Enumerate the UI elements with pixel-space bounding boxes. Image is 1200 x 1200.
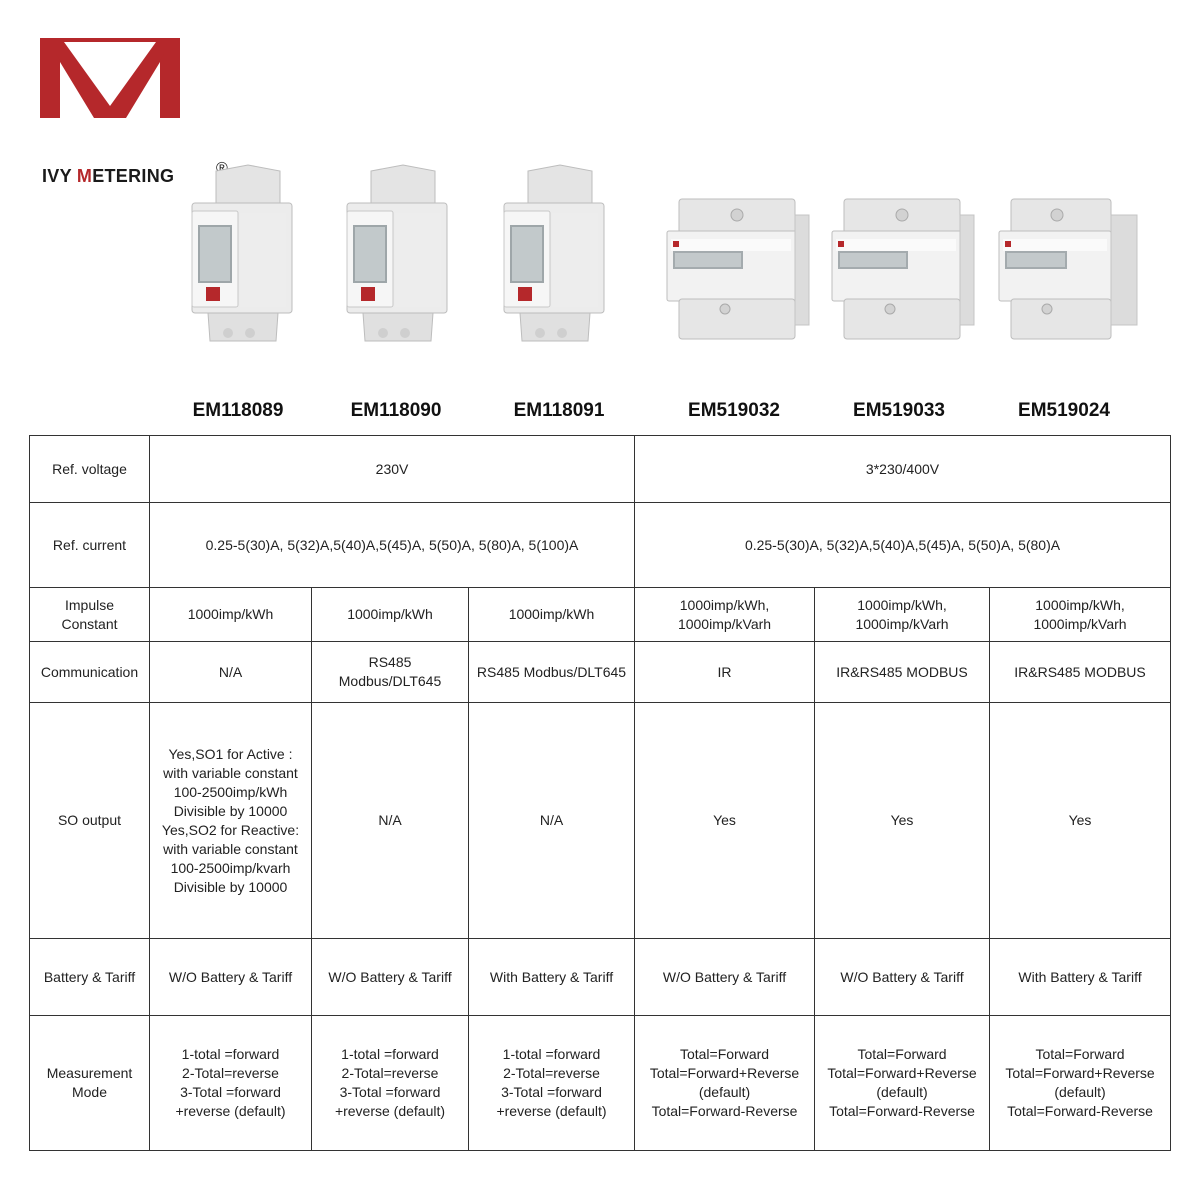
table-cell: Total=Forward Total=Forward+Reverse (def… (634, 1015, 816, 1151)
table-row: Measurement Mode 1-total =forward 2-Tota… (29, 1015, 1172, 1151)
table-cell: W/O Battery & Tariff (149, 938, 312, 1016)
row-label: Ref. current (29, 502, 150, 588)
table-cell: Yes,SO1 for Active : with variable const… (149, 702, 312, 939)
table-row: Ref. voltage 230V 3*230/400V (29, 435, 1172, 503)
table-cell: IR (634, 641, 816, 703)
ivy-m-logo-icon (40, 38, 180, 118)
table-cell: 1-total =forward 2-Total=reverse 3-Total… (311, 1015, 469, 1151)
table-cell: Yes (989, 702, 1172, 939)
table-cell: 1000imp/kWh, 1000imp/kVarh (634, 587, 816, 642)
row-label: Impulse Constant (29, 587, 150, 642)
table-cell: With Battery & Tariff (467, 938, 636, 1016)
table-cell: 0.25-5(30)A, 5(32)A,5(40)A,5(45)A, 5(50)… (148, 502, 636, 588)
table-cell: Total=Forward Total=Forward+Reverse (def… (989, 1015, 1172, 1151)
three-phase-meter-icon (831, 198, 975, 340)
model-label-6: EM519024 (1018, 400, 1110, 421)
model-label-4: EM519032 (688, 400, 780, 421)
table-cell: 3*230/400V (634, 435, 1172, 503)
table-cell: RS485 Modbus/DLT645 (311, 641, 469, 703)
row-label: Measurement Mode (29, 1015, 150, 1151)
table-cell: 1-total =forward 2-Total=reverse 3-Total… (149, 1015, 312, 1151)
table-cell: With Battery & Tariff (989, 938, 1172, 1016)
row-label: SO output (29, 702, 150, 939)
brand-logo: IVY METERING ® (40, 38, 228, 186)
model-label-3: EM118091 (513, 400, 605, 421)
table-cell: IR&RS485 MODBUS (989, 641, 1172, 703)
table-cell: 1000imp/kWh, 1000imp/kVarh (814, 587, 991, 642)
single-phase-meter-icon (346, 164, 448, 342)
table-cell: 1000imp/kWh (311, 587, 469, 642)
table-cell: 1000imp/kWh, 1000imp/kVarh (989, 587, 1172, 642)
table-cell: Total=Forward Total=Forward+Reverse (def… (814, 1015, 991, 1151)
model-label-5: EM519033 (853, 400, 945, 421)
row-label: Battery & Tariff (29, 938, 150, 1016)
table-cell: Yes (634, 702, 816, 939)
table-cell: N/A (149, 641, 312, 703)
row-label: Ref. voltage (29, 435, 150, 503)
table-cell: 1000imp/kWh (149, 587, 312, 642)
spec-table: Ref. voltage 230V 3*230/400V Ref. curren… (29, 435, 1172, 1151)
table-row: Communication N/A RS485 Modbus/DLT645 RS… (29, 641, 1172, 703)
registered-mark: ® (216, 160, 228, 177)
table-cell: N/A (467, 702, 636, 939)
table-row: SO output Yes,SO1 for Active : with vari… (29, 702, 1172, 939)
model-label-1: EM118089 (192, 400, 284, 421)
meter-image-3 (500, 163, 610, 348)
table-cell: W/O Battery & Tariff (634, 938, 816, 1016)
table-cell: 1000imp/kWh (467, 587, 636, 642)
three-phase-meter-icon (998, 198, 1138, 340)
meter-image-4 (665, 195, 815, 345)
table-row: Impulse Constant 1000imp/kWh 1000imp/kWh… (29, 587, 1172, 642)
row-label: Communication (29, 641, 150, 703)
table-cell: 1-total =forward 2-Total=reverse 3-Total… (467, 1015, 636, 1151)
three-phase-meter-icon (666, 198, 810, 340)
meter-image-5 (830, 195, 980, 345)
table-row: Ref. current 0.25-5(30)A, 5(32)A,5(40)A,… (29, 502, 1172, 588)
table-cell: 0.25-5(30)A, 5(32)A,5(40)A,5(45)A, 5(50)… (634, 502, 1172, 588)
brand-name: IVY METERING (42, 166, 175, 186)
table-cell: 230V (148, 435, 636, 503)
table-cell: W/O Battery & Tariff (311, 938, 469, 1016)
single-phase-meter-icon (503, 164, 605, 342)
meter-image-6 (997, 195, 1147, 345)
table-row: Battery & Tariff W/O Battery & Tariff W/… (29, 938, 1172, 1016)
table-cell: Yes (814, 702, 991, 939)
model-label-2: EM118090 (350, 400, 442, 421)
meter-image-2 (343, 163, 453, 348)
table-cell: N/A (311, 702, 469, 939)
table-cell: RS485 Modbus/DLT645 (467, 641, 636, 703)
table-cell: IR&RS485 MODBUS (814, 641, 991, 703)
meter-image-1 (188, 163, 298, 348)
table-cell: W/O Battery & Tariff (814, 938, 991, 1016)
single-phase-meter-icon (191, 164, 293, 342)
